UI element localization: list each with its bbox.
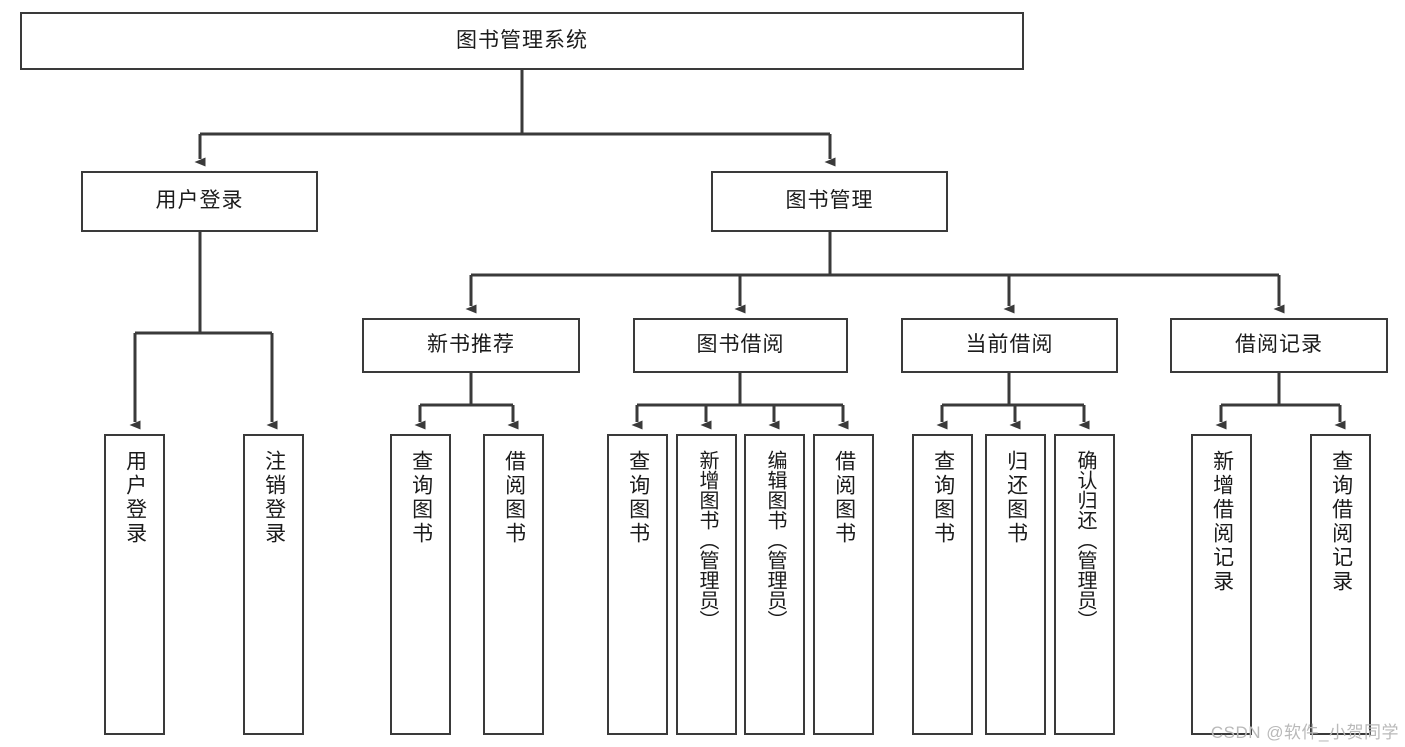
node-label: 注销登录: [262, 450, 286, 546]
node-label: 新增图书（管理员）: [696, 450, 718, 630]
node-leaf-query-book-1[interactable]: 查询图书: [390, 434, 451, 735]
node-label: 借阅图书: [502, 450, 526, 546]
node-leaf-return-book[interactable]: 归还图书: [985, 434, 1046, 735]
node-label: 新增借阅记录: [1210, 450, 1234, 594]
node-label: 查询图书: [626, 450, 650, 546]
node-label: 借阅记录: [1235, 333, 1323, 357]
node-book-manage[interactable]: 图书管理: [711, 171, 948, 232]
node-book-borrow[interactable]: 图书借阅: [633, 318, 848, 373]
node-leaf-borrow-book-1[interactable]: 借阅图书: [483, 434, 544, 735]
node-label: 图书管理: [785, 189, 874, 213]
node-leaf-query-book-2[interactable]: 查询图书: [607, 434, 668, 735]
node-leaf-add-record[interactable]: 新增借阅记录: [1191, 434, 1252, 735]
node-label: 当前借阅: [965, 333, 1054, 357]
node-leaf-query-record[interactable]: 查询借阅记录: [1310, 434, 1371, 735]
node-user-login[interactable]: 用户登录: [81, 171, 318, 232]
node-label: 查询借阅记录: [1329, 450, 1353, 594]
node-label: 归还图书: [1004, 450, 1028, 546]
node-leaf-borrow-book-2[interactable]: 借阅图书: [813, 434, 874, 735]
node-label: 新书推荐: [427, 333, 515, 357]
watermark-text: CSDN @软件_小贺同学: [1210, 723, 1399, 742]
node-label: 借阅图书: [832, 450, 856, 546]
node-label: 查询图书: [409, 450, 433, 546]
node-label: 用户登录: [155, 189, 244, 213]
node-leaf-confirm-return[interactable]: 确认归还（管理员）: [1054, 434, 1115, 735]
node-label: 确认归还（管理员）: [1074, 450, 1096, 630]
node-leaf-user-login[interactable]: 用户登录: [104, 434, 165, 735]
node-borrow-record[interactable]: 借阅记录: [1170, 318, 1388, 373]
node-label: 编辑图书（管理员）: [764, 450, 786, 630]
node-label: 查询图书: [931, 450, 955, 546]
node-leaf-add-book[interactable]: 新增图书（管理员）: [676, 434, 737, 735]
node-current-borrow[interactable]: 当前借阅: [901, 318, 1118, 373]
node-label: 图书管理系统: [456, 28, 588, 52]
node-leaf-edit-book[interactable]: 编辑图书（管理员）: [744, 434, 805, 735]
node-label: 图书借阅: [696, 333, 785, 357]
node-leaf-logout[interactable]: 注销登录: [243, 434, 304, 735]
node-leaf-query-book-3[interactable]: 查询图书: [912, 434, 973, 735]
node-new-book-rec[interactable]: 新书推荐: [362, 318, 580, 373]
node-label: 用户登录: [123, 450, 147, 546]
node-root-system[interactable]: 图书管理系统: [20, 12, 1024, 70]
